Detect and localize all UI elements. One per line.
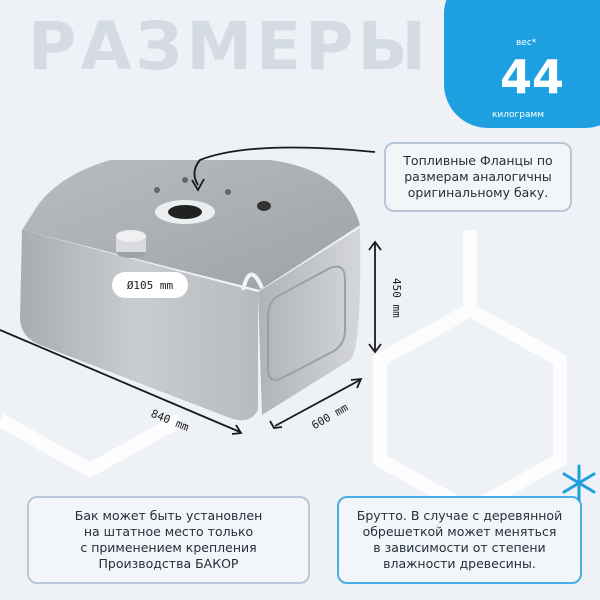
weight-badge: вес* 44 килограмм bbox=[444, 0, 600, 128]
asterisk-icon bbox=[562, 464, 596, 502]
install-note-text: Бак может быть установлен на штатное мес… bbox=[74, 508, 263, 571]
page-title: РАЗМЕРЫ bbox=[28, 8, 430, 85]
diameter-label: Ø105 mm bbox=[112, 272, 188, 298]
flange-note: Топливные Фланцы по размерам аналогичны … bbox=[384, 142, 572, 212]
weight-value: 44 bbox=[500, 50, 565, 104]
weight-label-bottom: килограмм bbox=[492, 110, 545, 120]
gross-note-text: Брутто. В случае с деревянной обрешеткой… bbox=[356, 508, 563, 571]
gross-note: Брутто. В случае с деревянной обрешеткой… bbox=[337, 496, 582, 584]
weight-label-top: вес* bbox=[516, 38, 537, 48]
install-note: Бак может быть установлен на штатное мес… bbox=[27, 496, 310, 584]
height-label: 450 mm bbox=[390, 278, 403, 318]
flange-note-text: Топливные Фланцы по размерам аналогичны … bbox=[403, 153, 553, 200]
